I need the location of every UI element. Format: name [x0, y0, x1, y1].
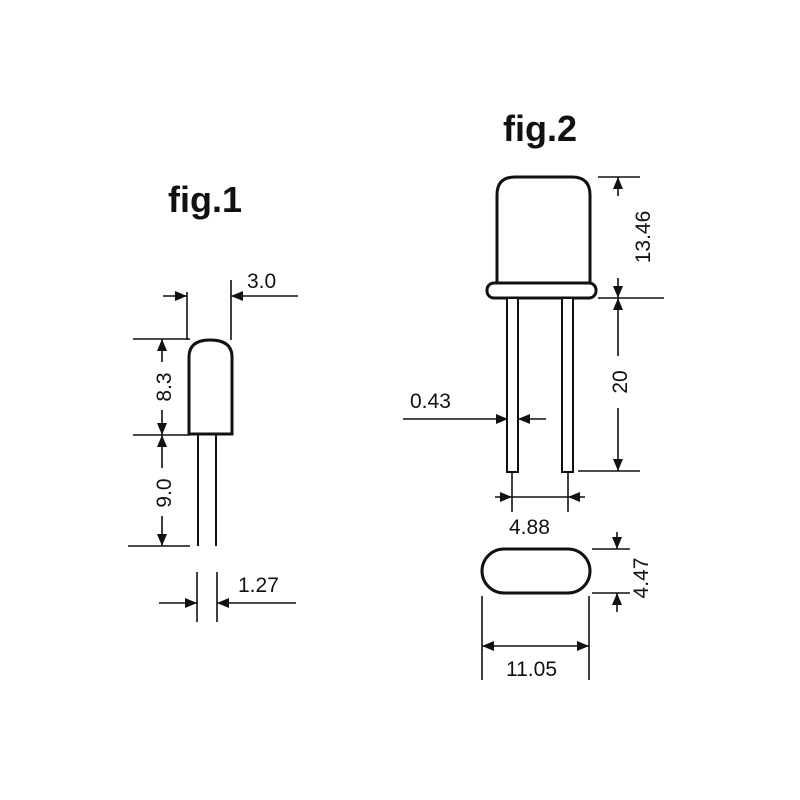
- fig2-height-dimension: 13.46 20: [578, 176, 664, 472]
- fig2-lead-right: [561, 297, 574, 473]
- fig2-lead-diameter-dimension: 0.43: [403, 390, 546, 424]
- fig2-title: fig.2: [503, 108, 577, 149]
- fig1-pitch-dimension: 1.27: [159, 572, 296, 622]
- fig1-width-dimension: 3.0: [163, 270, 298, 340]
- fig1-group: fig.1 3.0 8.3 9.0: [128, 179, 298, 622]
- fig1-lead-length-label: 9.0: [153, 478, 176, 507]
- fig2-base-height-dimension: 4.47: [592, 532, 653, 612]
- fig2-can-height-label: 13.46: [632, 211, 655, 264]
- fig2-lead-spacing-label: 4.88: [509, 516, 550, 539]
- fig2-flange: [485, 281, 598, 300]
- fig2-lead-spacing-dimension: 4.88: [495, 472, 585, 539]
- fig1-height-dimension: 8.3 9.0: [128, 338, 190, 547]
- fig2-group: fig.2 13.46 20 0.43: [403, 108, 664, 681]
- fig2-lead-length-label: 20: [609, 370, 632, 393]
- fig2-base-width-dimension: 11.05: [481, 596, 590, 681]
- fig1-body-height-label: 8.3: [153, 372, 176, 401]
- fig2-lead-left: [506, 297, 519, 473]
- fig2-base-outline: [480, 547, 592, 595]
- fig1-pitch-label: 1.27: [238, 574, 279, 597]
- fig2-can-body: [495, 175, 592, 286]
- fig2-base-width-label: 11.05: [506, 658, 557, 681]
- fig1-title: fig.1: [168, 179, 242, 220]
- fig1-width-label: 3.0: [247, 270, 276, 293]
- fig1-component-body: [187, 338, 234, 436]
- fig2-lead-diameter-label: 0.43: [410, 390, 451, 413]
- fig2-base-height-label: 4.47: [630, 558, 653, 599]
